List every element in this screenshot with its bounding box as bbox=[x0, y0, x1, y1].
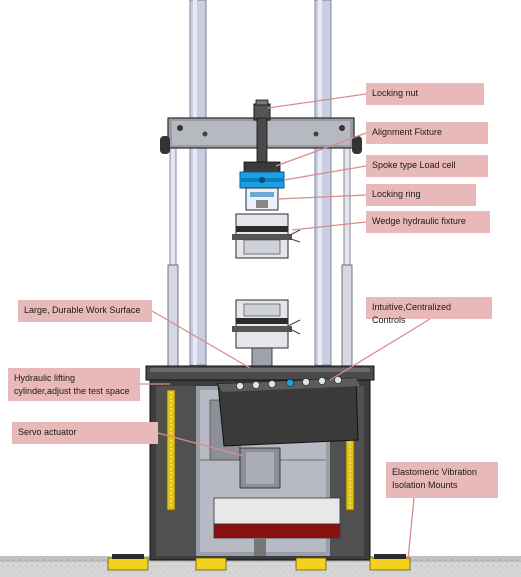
locking-ring bbox=[245, 187, 279, 211]
callout-alignment-fixture: Alignment Fixture bbox=[366, 122, 488, 144]
upper-wedge-fixture bbox=[232, 213, 301, 259]
load-cell bbox=[239, 171, 285, 189]
callout-servo-actuator: Servo actuator bbox=[12, 422, 158, 444]
locking-nut bbox=[253, 99, 271, 121]
callout-wedge-fixture: Wedge hydraulic fixture bbox=[366, 211, 490, 233]
lower-wedge-fixture bbox=[232, 299, 301, 367]
work-surface bbox=[145, 365, 375, 381]
leader-lines bbox=[140, 93, 431, 561]
callout-lifting-cylinder: Hydraulic lifting cylinder,adjust the te… bbox=[8, 368, 140, 401]
callout-locking-nut: Locking nut bbox=[366, 83, 484, 105]
control-panel bbox=[217, 376, 360, 447]
servo-actuator bbox=[213, 447, 341, 556]
guide-columns bbox=[189, 0, 332, 366]
callout-load-cell: Spoke type Load cell bbox=[366, 155, 488, 177]
callout-controls: Intuitive,Centralized Controls bbox=[366, 297, 492, 325]
callout-locking-ring: Locking ring bbox=[366, 184, 476, 206]
isolation-mounts bbox=[107, 554, 411, 571]
callout-work-surface: Large, Durable Work Surface bbox=[18, 300, 152, 322]
callout-isolation-mounts: Elastomeric Vibration Isolation Mounts bbox=[386, 462, 498, 498]
